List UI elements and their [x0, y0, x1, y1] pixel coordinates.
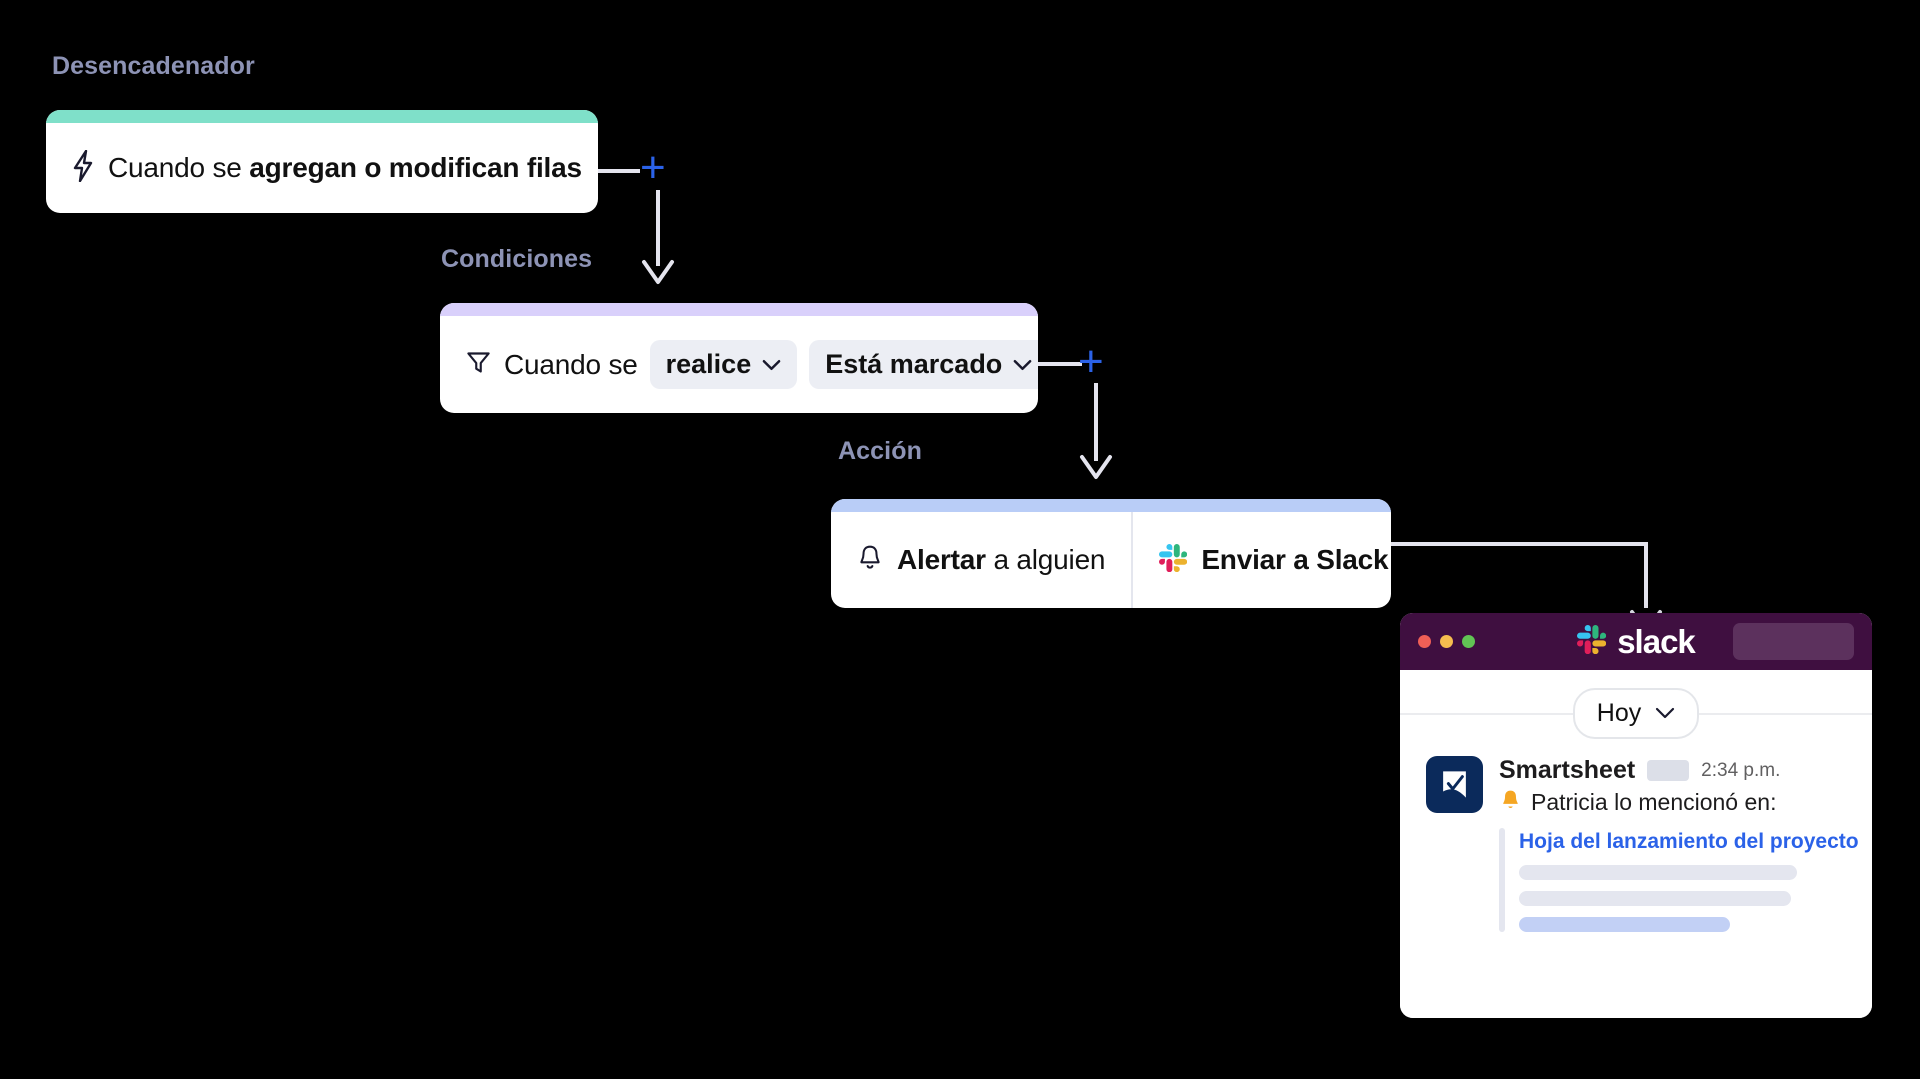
maximize-dot-icon[interactable] [1462, 635, 1475, 648]
bell-emoji-icon [1499, 788, 1522, 816]
conditions-card-row: Cuando se realice Está marcado [440, 316, 1038, 413]
action-accent-bar [831, 499, 1391, 512]
filter-icon [465, 349, 492, 381]
attachment-link[interactable]: Hoja del lanzamiento del proyecto [1519, 830, 1859, 853]
message-attachment: Hoja del lanzamiento del proyecto [1499, 828, 1859, 932]
conditions-dropdown-1-value: realice [665, 349, 752, 379]
add-action-button[interactable]: + [1078, 337, 1104, 386]
date-divider-label: Hoy [1596, 698, 1642, 727]
trigger-card-row: Cuando se agregan o modifican filas [46, 123, 598, 213]
slack-search-input[interactable] [1733, 623, 1854, 660]
date-divider-button[interactable]: Hoy [1572, 687, 1700, 739]
close-dot-icon[interactable] [1418, 635, 1431, 648]
attachment-skeleton-line [1519, 865, 1798, 880]
app-badge [1647, 760, 1690, 781]
slack-message: Smartsheet 2:34 p.m. Patricia lo mencion… [1400, 756, 1872, 932]
attachment-skeleton-line [1519, 891, 1791, 906]
slack-message-pane: Hoy Smartsheet 2:3 [1400, 670, 1872, 1018]
attachment-accent-bar [1499, 828, 1505, 932]
connector-trigger-horizontal [598, 169, 640, 173]
chevron-down-icon [1656, 707, 1675, 719]
attachment-body: Hoja del lanzamiento del proyecto [1519, 828, 1859, 932]
trigger-text-prefix: Cuando se [108, 152, 250, 183]
arrow-to-action [1080, 455, 1112, 479]
trigger-card-text: Cuando se agregan o modifican filas [108, 152, 582, 184]
conditions-accent-bar [440, 303, 1038, 316]
trigger-text-bold: agregan o modifican filas [249, 152, 582, 183]
chevron-down-icon [762, 359, 781, 370]
slack-message-main: Smartsheet 2:34 p.m. Patricia lo mencion… [1499, 756, 1859, 932]
message-timestamp: 2:34 p.m. [1701, 759, 1781, 781]
slack-icon [1577, 624, 1607, 659]
action-alert-bold: Alertar [897, 544, 986, 575]
slack-message-body-line: Patricia lo mencionó en: [1499, 788, 1846, 816]
connector-conditions-vertical [1094, 383, 1098, 461]
add-condition-button[interactable]: + [640, 143, 666, 192]
action-slack-label: Enviar a Slack [1201, 544, 1389, 575]
connector-trigger-vertical [656, 190, 660, 266]
section-label-conditions: Condiciones [441, 245, 593, 273]
conditions-dropdown-state[interactable]: Está marcado [809, 340, 1038, 389]
slack-preview-window: slack Hoy [1400, 613, 1872, 1018]
trigger-card[interactable]: Cuando se agregan o modifican filas [46, 110, 598, 213]
section-label-trigger: Desencadenador [52, 52, 255, 80]
slack-icon [1159, 543, 1188, 577]
window-traffic-lights [1418, 635, 1475, 648]
smartsheet-icon [1426, 756, 1483, 813]
connector-conditions-horizontal [1038, 362, 1082, 366]
attachment-skeleton-line [1519, 917, 1730, 932]
action-alert-someone[interactable]: Alertar a alguien [831, 512, 1131, 608]
slack-date-divider: Hoy [1400, 670, 1872, 756]
conditions-dropdown-trigger-type[interactable]: realice [649, 340, 798, 389]
message-author: Smartsheet [1499, 756, 1636, 784]
bell-icon [857, 544, 883, 577]
slack-message-header: Smartsheet 2:34 p.m. [1499, 756, 1846, 785]
action-alert-rest: a alguien [985, 544, 1106, 575]
action-card: Alertar a alguien Enviar a Slack [831, 499, 1391, 608]
trigger-accent-bar [46, 110, 598, 123]
action-card-body: Alertar a alguien Enviar a Slack [831, 512, 1391, 608]
lightning-bolt-icon [72, 149, 94, 187]
conditions-card[interactable]: Cuando se realice Está marcado [440, 303, 1038, 413]
chevron-down-icon [1013, 359, 1032, 370]
conditions-text-prefix: Cuando se [504, 348, 638, 380]
section-label-action: Acción [838, 437, 922, 465]
message-body: Patricia lo mencionó en: [1531, 788, 1777, 815]
action-alert-text: Alertar a alguien [897, 544, 1106, 576]
conditions-dropdown-2-value: Está marcado [825, 349, 1003, 379]
minimize-dot-icon[interactable] [1440, 635, 1453, 648]
action-send-to-slack[interactable]: Enviar a Slack [1131, 512, 1391, 608]
arrow-to-conditions [642, 260, 674, 284]
slack-titlebar: slack [1400, 613, 1872, 670]
slack-wordmark: slack [1617, 622, 1696, 660]
